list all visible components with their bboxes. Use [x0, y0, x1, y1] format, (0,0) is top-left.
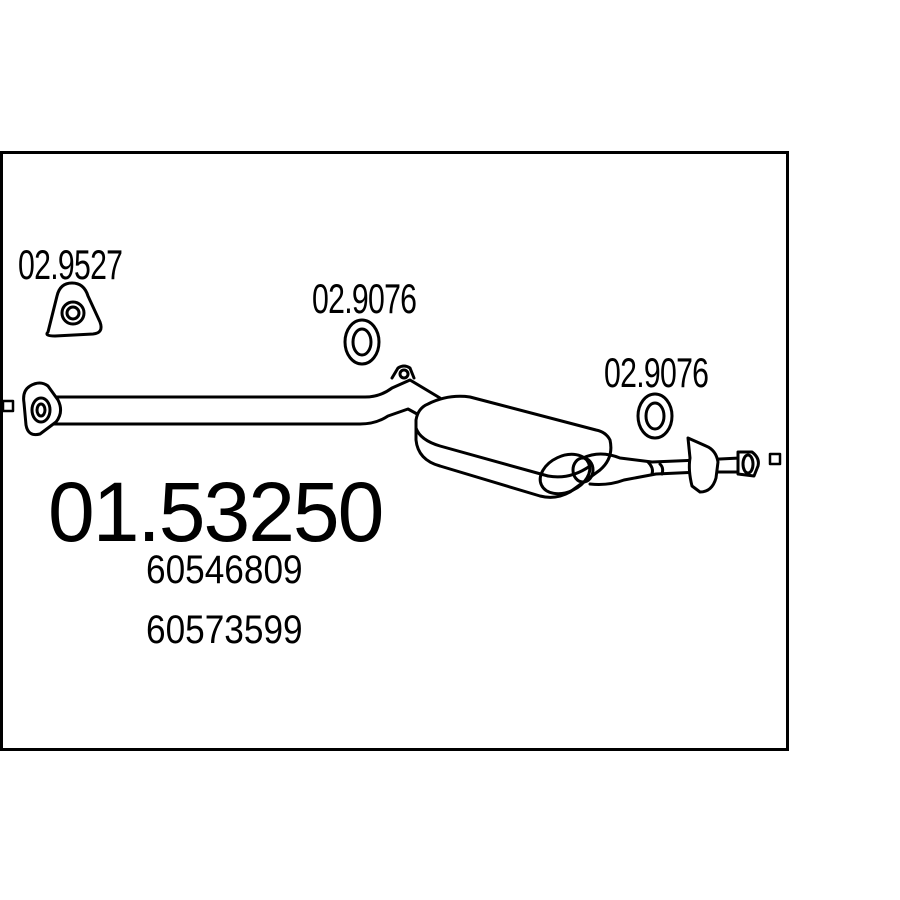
sealing-ring-rear-icon [636, 392, 674, 440]
left-connector-end-icon [1, 399, 15, 413]
ring-middle-code: 02.9076 [312, 275, 417, 322]
oem-number-2: 60573599 [146, 608, 303, 652]
muffler-icon [414, 394, 613, 499]
diagram-frame [0, 151, 789, 751]
right-connector-end-icon [768, 452, 782, 466]
gasket-flange-code: 02.9527 [18, 241, 123, 288]
main-part-number: 01.53250 [48, 465, 384, 559]
oem-number-1: 60546809 [146, 548, 303, 592]
front-pipe-icon [22, 364, 442, 437]
tail-pipe-icon [581, 436, 760, 494]
ring-rear-code: 02.9076 [604, 349, 709, 396]
sealing-ring-middle-icon [343, 318, 381, 366]
triangular-flange-gasket-icon [45, 281, 103, 338]
